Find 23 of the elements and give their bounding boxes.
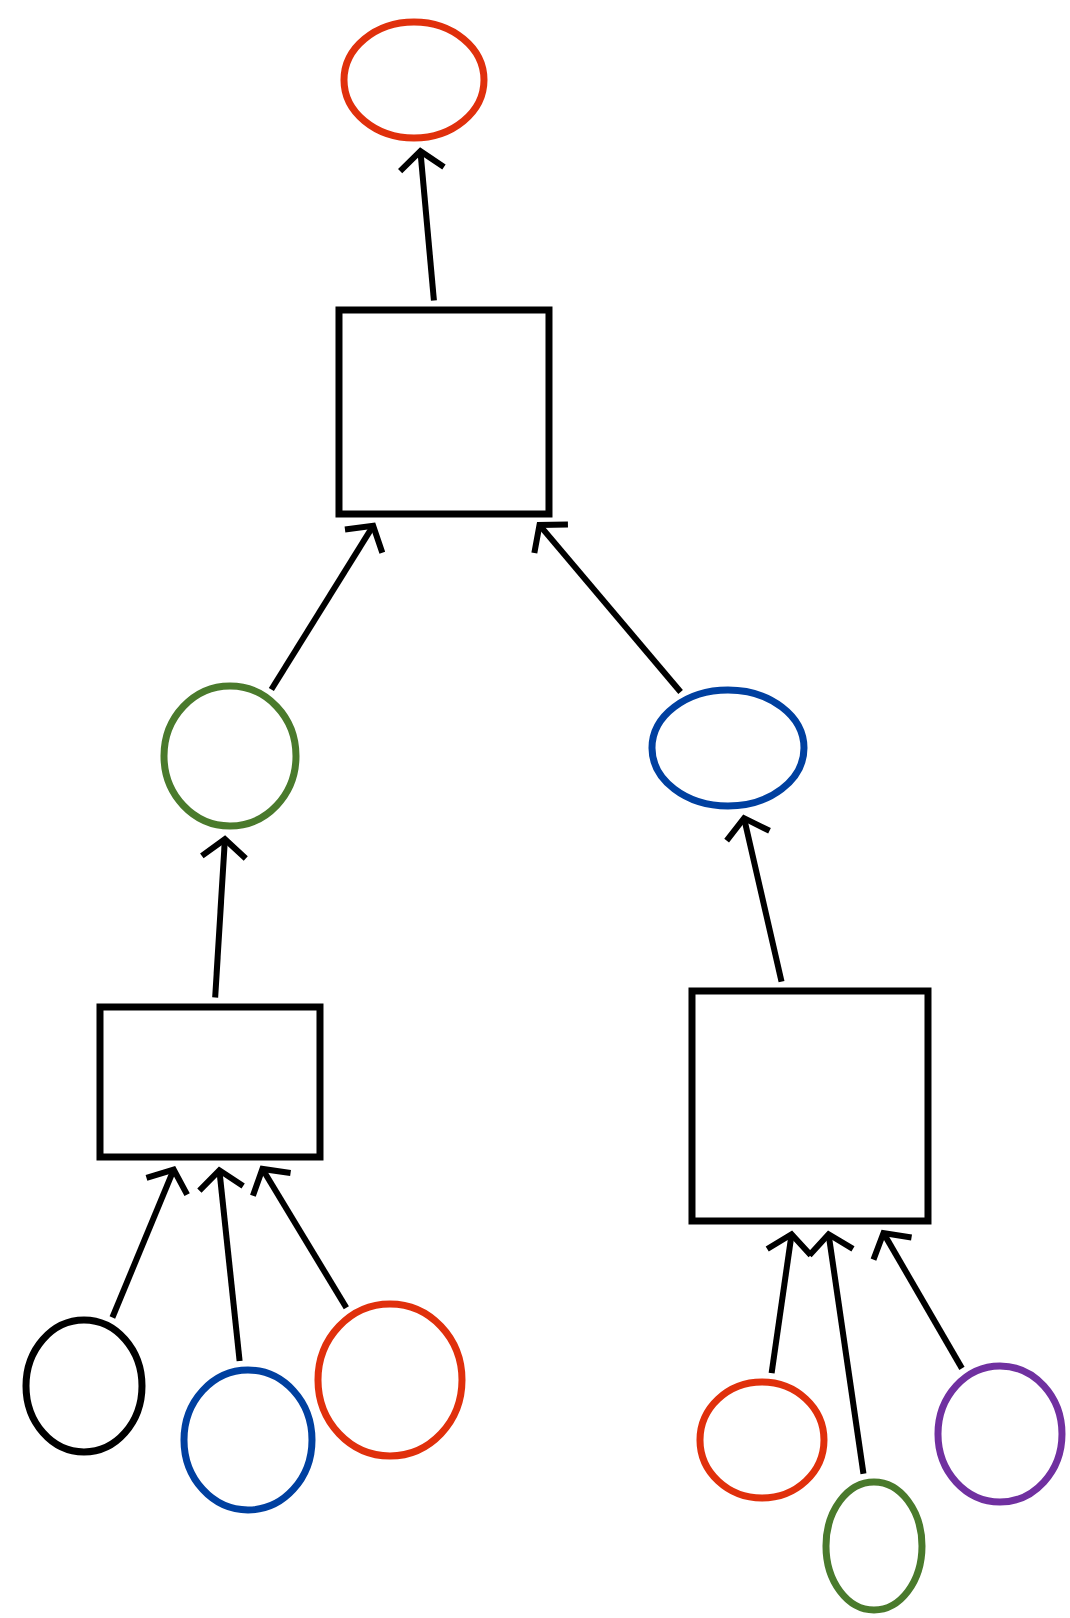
circle-node [822, 1478, 926, 1614]
box-node [335, 306, 553, 518]
arrow [109, 1166, 190, 1319]
circle-node [340, 18, 488, 142]
box-node [96, 1003, 324, 1161]
arrow [765, 1230, 813, 1374]
circle-node [160, 682, 300, 830]
circle-node [934, 1362, 1066, 1506]
circle-node [696, 1378, 828, 1502]
arrow [870, 1229, 965, 1370]
arrow [250, 1165, 349, 1310]
box-node [688, 987, 932, 1225]
arrow [724, 814, 785, 983]
circle-node [648, 686, 808, 810]
circle-node [314, 1300, 466, 1460]
arrow [531, 521, 683, 694]
arrow [268, 522, 386, 692]
arrow [197, 1166, 245, 1362]
arrow [807, 1230, 867, 1475]
circle-node [180, 1366, 316, 1514]
circle-node [22, 1316, 146, 1456]
arrow [398, 147, 446, 301]
arrow [200, 835, 248, 998]
